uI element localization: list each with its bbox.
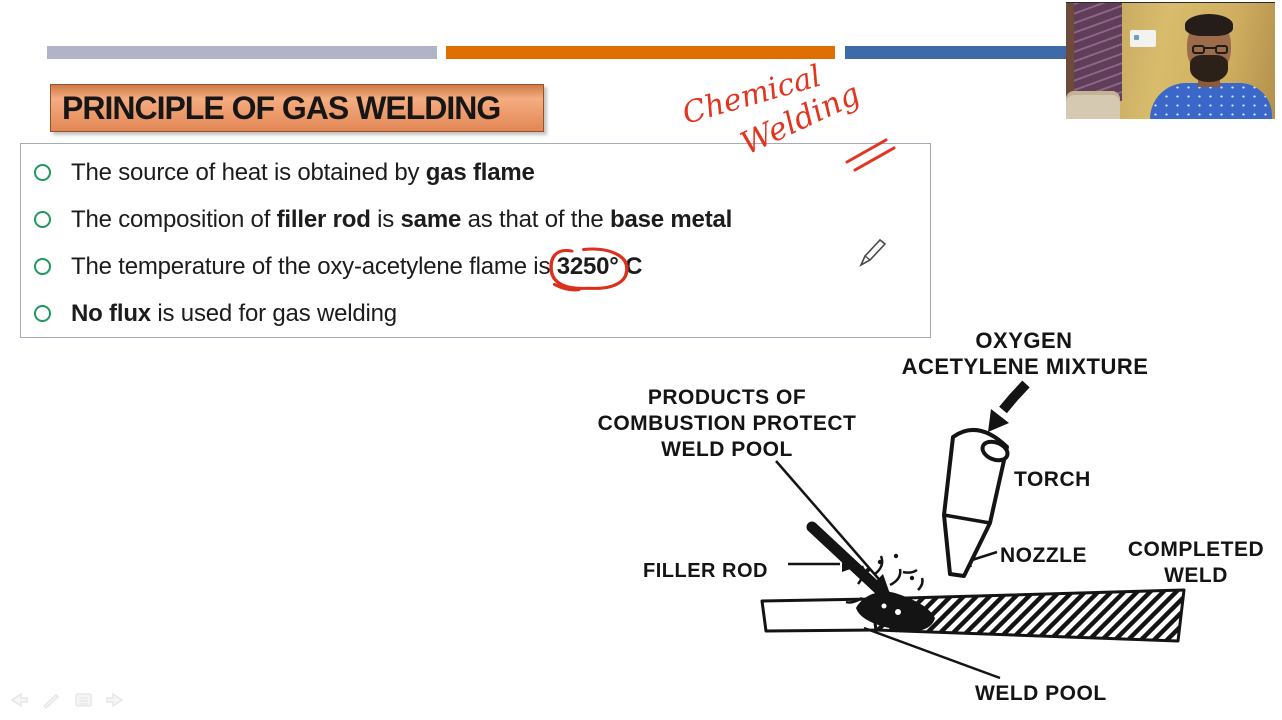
pen-tools-icon[interactable] bbox=[40, 690, 62, 710]
presenter-hair bbox=[1185, 14, 1233, 36]
label-completed-weld-2: WELD bbox=[1164, 564, 1228, 587]
slide-accent-bar-blue bbox=[845, 46, 1066, 59]
bullet-circle-icon bbox=[34, 258, 51, 275]
page-title-text: PRINCIPLE OF GAS WELDING bbox=[62, 89, 501, 126]
label-acetylene-mixture: ACETYLENE MIXTURE bbox=[902, 354, 1149, 379]
bullet-list-panel: The source of heat is obtained by gas fl… bbox=[20, 143, 931, 338]
gas-feed-arrow bbox=[988, 380, 1030, 432]
label-oxygen: OXYGEN bbox=[975, 328, 1072, 353]
label-nozzle: NOZZLE bbox=[1000, 544, 1087, 567]
bullet-circle-icon bbox=[34, 164, 51, 181]
presenter-beard bbox=[1190, 55, 1228, 82]
bullet-text: No flux is used for gas welding bbox=[71, 299, 397, 327]
webcam-wall-edge bbox=[1066, 3, 1076, 119]
label-completed-weld-1: COMPLETED bbox=[1128, 538, 1264, 561]
bullet-item: The composition of filler rod is same as… bbox=[34, 196, 930, 243]
gas-welding-diagram: OXYGEN ACETYLENE MIXTURE PRODUCTS OF COM… bbox=[598, 328, 1264, 705]
bullet-item: The source of heat is obtained by gas fl… bbox=[34, 149, 930, 196]
bullet-circle-icon bbox=[34, 305, 51, 322]
bullet-circle-icon bbox=[34, 211, 51, 228]
see-all-slides-icon[interactable] bbox=[72, 690, 94, 710]
filler-rod-arrowhead bbox=[842, 560, 856, 572]
presenter-glasses bbox=[1192, 45, 1228, 55]
torch-shape bbox=[942, 428, 1010, 578]
label-products-1: PRODUCTS OF bbox=[648, 386, 806, 409]
slideshow-toolbar bbox=[8, 690, 126, 710]
bullet-text: The temperature of the oxy-acetylene fla… bbox=[71, 247, 643, 291]
label-torch: TORCH bbox=[1014, 468, 1091, 491]
weld-sparks bbox=[845, 555, 924, 604]
weld-spark-dots bbox=[865, 553, 915, 599]
weld-pool-highlights bbox=[881, 603, 901, 615]
bullet-text: The composition of filler rod is same as… bbox=[71, 205, 733, 233]
previous-slide-icon[interactable] bbox=[8, 690, 30, 710]
webcam-wall-switch bbox=[1130, 30, 1156, 47]
label-weld-pool: WELD POOL bbox=[975, 682, 1107, 705]
label-filler-rod: FILLER ROD bbox=[643, 560, 768, 582]
bullet-item: No flux is used for gas welding bbox=[34, 290, 930, 337]
next-slide-icon[interactable] bbox=[104, 690, 126, 710]
slide-accent-bar-gray bbox=[47, 46, 437, 59]
label-products-2: COMBUSTION PROTECT bbox=[598, 412, 857, 435]
handwritten-double-underline bbox=[845, 138, 896, 172]
products-arrowhead bbox=[873, 574, 889, 591]
pen-cursor-icon bbox=[859, 238, 887, 267]
webcam-couch bbox=[1066, 91, 1120, 119]
webcam-video bbox=[1066, 2, 1275, 119]
handwritten-annotation: Chemical Welding bbox=[679, 59, 896, 172]
bullet-text: The source of heat is obtained by gas fl… bbox=[71, 158, 535, 186]
page-title: PRINCIPLE OF GAS WELDING bbox=[50, 84, 544, 132]
webcam-curtain bbox=[1074, 3, 1122, 101]
presenter-shirt bbox=[1150, 83, 1272, 119]
label-products-3: WELD POOL bbox=[661, 438, 793, 461]
leader-lines bbox=[775, 460, 1001, 680]
bullet-item: The temperature of the oxy-acetylene fla… bbox=[34, 243, 930, 291]
slide-accent-bar-orange bbox=[446, 46, 835, 59]
